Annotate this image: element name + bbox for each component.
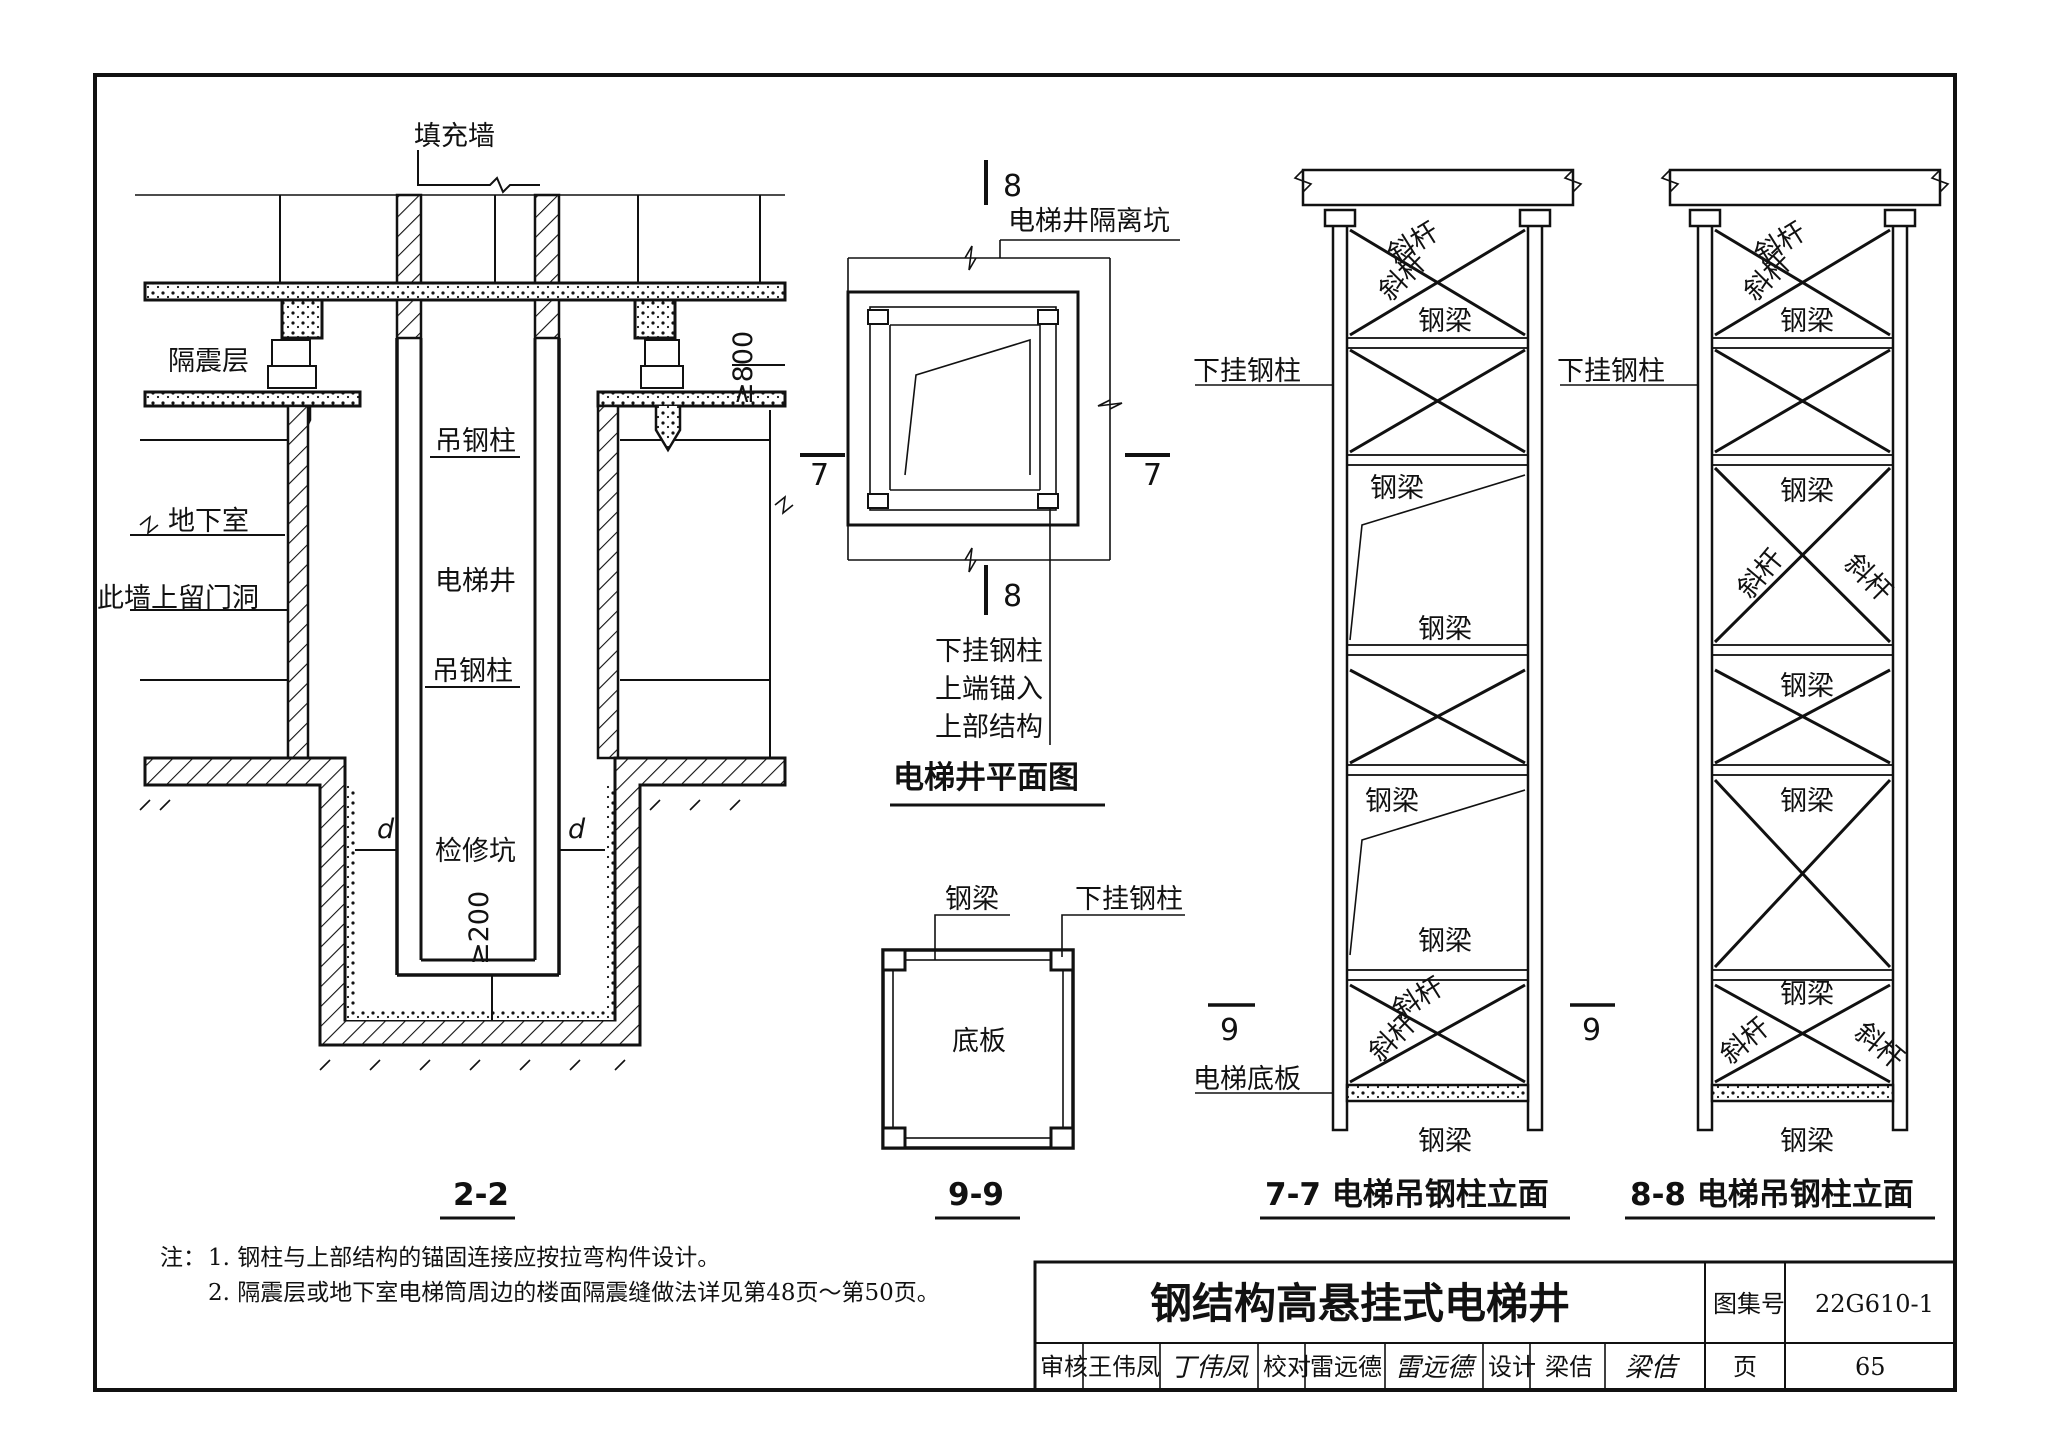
reviewer-name: 王伟凤 — [1088, 1353, 1160, 1381]
notes-prefix: 注： — [160, 1245, 206, 1271]
e7-beam-bottom: 钢梁 — [1418, 1126, 1472, 1157]
label-hang-column-upper: 吊钢柱 — [435, 426, 516, 457]
e8-beam-2: 钢梁 — [1780, 476, 1834, 507]
dim-d-right: d — [568, 814, 586, 845]
caption-2-2: 2-2 — [453, 1177, 509, 1213]
e7-sec9-left: 9 — [1220, 1013, 1239, 1048]
e8-beam-1: 钢梁 — [1780, 306, 1834, 337]
plan-col-note-2: 上端锚入 — [935, 674, 1043, 705]
sheet-frame — [93, 73, 1957, 1392]
checker-name: 雷远德 — [1310, 1353, 1382, 1381]
plan-sec7-left: 7 — [810, 458, 829, 493]
checker-signature: 雷远德 — [1395, 1353, 1477, 1383]
plan-col-note-1: 下挂钢柱 — [935, 636, 1043, 667]
e8-beam-5: 钢梁 — [1780, 979, 1834, 1010]
e8-brace-6: 斜杆 — [1849, 1017, 1910, 1075]
e7-beam-1: 钢梁 — [1418, 306, 1472, 337]
label-fill-wall: 填充墙 — [414, 121, 495, 152]
dim-d-left: d — [377, 814, 395, 845]
label-isolation-layer: 隔震层 — [168, 346, 249, 377]
designer-signature: 梁佶 — [1625, 1353, 1681, 1383]
e8-brace-5: 斜杆 — [1715, 1012, 1776, 1070]
label-isolation-pit: 电梯井隔离坑 — [1008, 206, 1170, 237]
label-door-opening: 此墙上留门洞 — [97, 583, 259, 614]
label-9-9-beam: 钢梁 — [945, 884, 999, 915]
e8-beam-bottom: 钢梁 — [1780, 1126, 1834, 1157]
e8-label-hang-col: 下挂钢柱 — [1557, 356, 1665, 387]
reviewer-signature: 丁伟凤 — [1170, 1353, 1250, 1383]
title-block — [1033, 1260, 1957, 1392]
label-elevator-shaft: 电梯井 — [435, 566, 516, 597]
plan-col-note-3: 上部结构 — [935, 712, 1043, 743]
label-9-9-base: 底板 — [952, 1026, 1006, 1057]
plan-sec8-top: 8 — [1003, 169, 1022, 204]
e7-brace-2: 斜杆 — [1373, 247, 1433, 307]
e8-beam-3: 钢梁 — [1780, 671, 1834, 702]
section-2-2 — [130, 150, 794, 1071]
page-number: 65 — [1855, 1353, 1886, 1381]
e7-label-hang-col: 下挂钢柱 — [1193, 356, 1301, 387]
elevation-8-8 — [1560, 168, 1950, 1132]
check-label: 校对 — [1263, 1353, 1311, 1381]
plan-sec8-bottom: 8 — [1003, 579, 1022, 614]
designer-name: 梁佶 — [1545, 1353, 1593, 1381]
e8-beam-4: 钢梁 — [1780, 786, 1834, 817]
atlas-number: 22G610-1 — [1815, 1290, 1934, 1318]
note-2: 2. 隔震层或地下室电梯筒周边的楼面隔震缝做法详见第48页～第50页。 — [208, 1280, 940, 1306]
caption-elev-8-8: 8-8 电梯吊钢柱立面 — [1630, 1177, 1914, 1213]
dim-800: ≥800 — [728, 331, 759, 405]
e7-beam-2: 钢梁 — [1370, 473, 1424, 504]
caption-9-9: 9-9 — [948, 1177, 1004, 1213]
e7-sec9-right: 9 — [1582, 1013, 1601, 1048]
e7-beam-5: 钢梁 — [1418, 926, 1472, 957]
page-label: 页 — [1733, 1353, 1757, 1381]
e8-brace-3: 斜杆 — [1732, 543, 1790, 604]
caption-elev-7-7: 7-7 电梯吊钢柱立面 — [1265, 1177, 1549, 1213]
review-label: 审核 — [1040, 1353, 1088, 1381]
section-9-9 — [881, 914, 1185, 1150]
note-1: 1. 钢柱与上部结构的锚固连接应按拉弯构件设计。 — [208, 1245, 720, 1271]
e7-base-plate: 电梯底板 — [1193, 1064, 1301, 1095]
plan-sec7-right: 7 — [1143, 458, 1162, 493]
plan-view — [800, 160, 1180, 745]
design-label: 设计 — [1488, 1353, 1536, 1381]
title-block-title: 钢结构高悬挂式电梯井 — [1150, 1279, 1570, 1328]
caption-plan: 电梯井平面图 — [893, 760, 1079, 796]
label-inspection-pit: 检修坑 — [435, 836, 516, 867]
label-basement: 地下室 — [168, 506, 249, 537]
elevation-7-7 — [1195, 168, 1615, 1132]
label-9-9-column: 下挂钢柱 — [1075, 884, 1183, 915]
e7-beam-3: 钢梁 — [1418, 614, 1472, 645]
atlas-label: 图集号 — [1713, 1290, 1785, 1318]
label-hang-column-lower: 吊钢柱 — [432, 656, 513, 687]
e7-beam-4: 钢梁 — [1365, 786, 1419, 817]
dim-200: ≥200 — [464, 891, 495, 965]
